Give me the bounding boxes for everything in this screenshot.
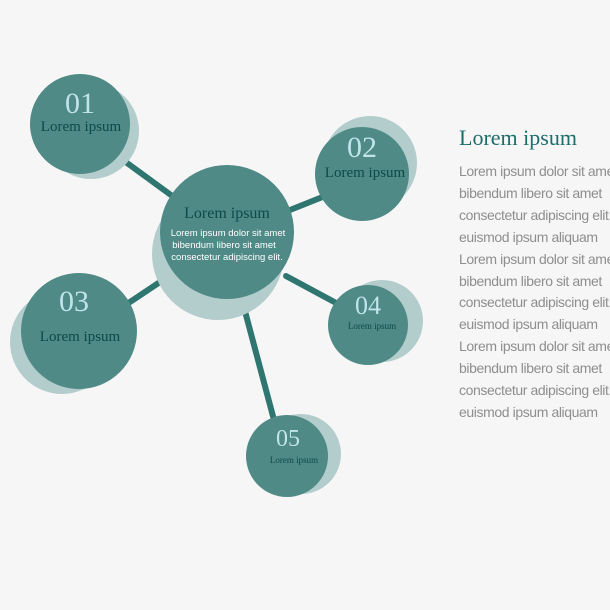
connector-02 [282, 193, 328, 215]
node-05-number: 05 [276, 426, 300, 452]
node-01-label: Lorem ipsum [41, 119, 122, 135]
center-line-1: Lorem ipsum dolor sit amet [171, 228, 286, 239]
node-05-circle [246, 415, 328, 497]
side-line-3: consectetur adipiscing elit. [459, 206, 610, 223]
node-04-number: 04 [355, 291, 381, 320]
side-line-2: bibendum libero sit amet [459, 184, 602, 201]
side-line-12: euismod ipsum aliquam [459, 403, 598, 420]
connector-04 [283, 273, 341, 307]
side-title: Lorem ipsum [459, 125, 577, 150]
node-03-number: 03 [59, 285, 89, 318]
side-line-5: Lorem ipsum dolor sit amet [459, 250, 610, 267]
side-line-9: Lorem ipsum dolor sit amet [459, 338, 610, 355]
side-line-8: euismod ipsum aliquam [459, 316, 598, 333]
side-text-panel: Lorem ipsum Lorem ipsum dolor sit amet b… [459, 125, 610, 424]
node-05-label: Lorem ipsum [270, 455, 318, 465]
node-05: 05 Lorem ipsum [246, 414, 341, 497]
node-02-number: 02 [347, 131, 377, 164]
node-01-number: 01 [65, 87, 95, 120]
node-01-circle [30, 74, 130, 174]
center-circle [160, 165, 294, 299]
node-04: 04 Lorem ipsum [328, 280, 423, 365]
side-line-4: euismod ipsum aliquam [459, 228, 598, 245]
node-04-label: Lorem ipsum [348, 321, 396, 331]
node-02-label: Lorem ipsum [325, 165, 406, 181]
side-line-11: consectetur adipiscing elit. [459, 382, 610, 399]
node-01: 01 Lorem ipsum [30, 74, 139, 179]
side-line-7: consectetur adipiscing elit. [459, 294, 610, 311]
center-node: Lorem ipsum Lorem ipsum dolor sit amet b… [152, 165, 294, 320]
side-line-10: bibendum libero sit amet [459, 360, 602, 377]
center-title: Lorem ipsum [184, 205, 270, 222]
node-02: 02 Lorem ipsum [315, 116, 417, 221]
connector-05 [239, 297, 277, 423]
center-line-2: bibendum libero sit amet [172, 240, 276, 251]
node-04-circle [328, 285, 408, 365]
node-03-circle [21, 273, 137, 389]
node-03: 03 Lorem ipsum [10, 273, 137, 394]
node-02-circle [315, 127, 409, 221]
side-line-1: Lorem ipsum dolor sit amet [459, 163, 610, 179]
side-line-6: bibendum libero sit amet [459, 272, 602, 289]
center-line-3: consectetur adipiscing elit. [171, 252, 282, 263]
node-03-label: Lorem ipsum [40, 329, 121, 345]
